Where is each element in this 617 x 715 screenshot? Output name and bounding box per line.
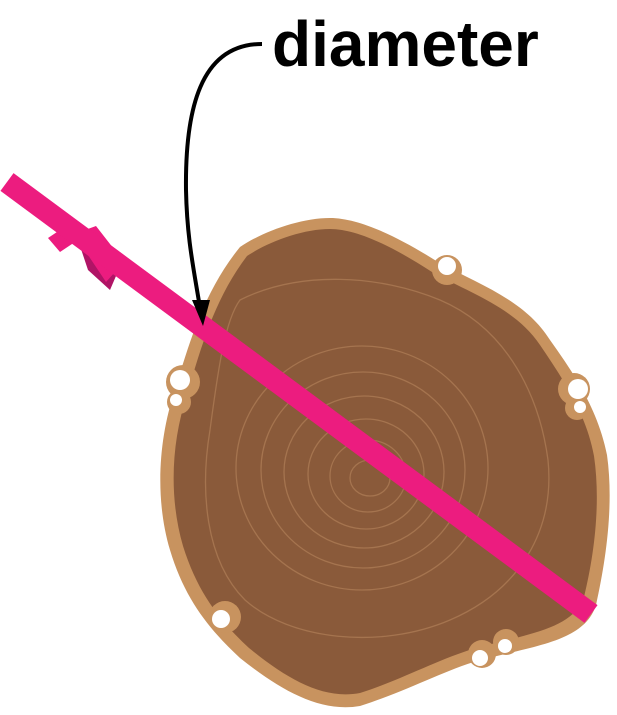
tape-strip: [0, 173, 598, 623]
measuring-tape-icon: [0, 173, 598, 623]
bark-notch-holes: [170, 257, 588, 666]
diagram-label: diameter: [272, 8, 539, 80]
curved-pointer-arrow-icon: [183, 42, 263, 326]
